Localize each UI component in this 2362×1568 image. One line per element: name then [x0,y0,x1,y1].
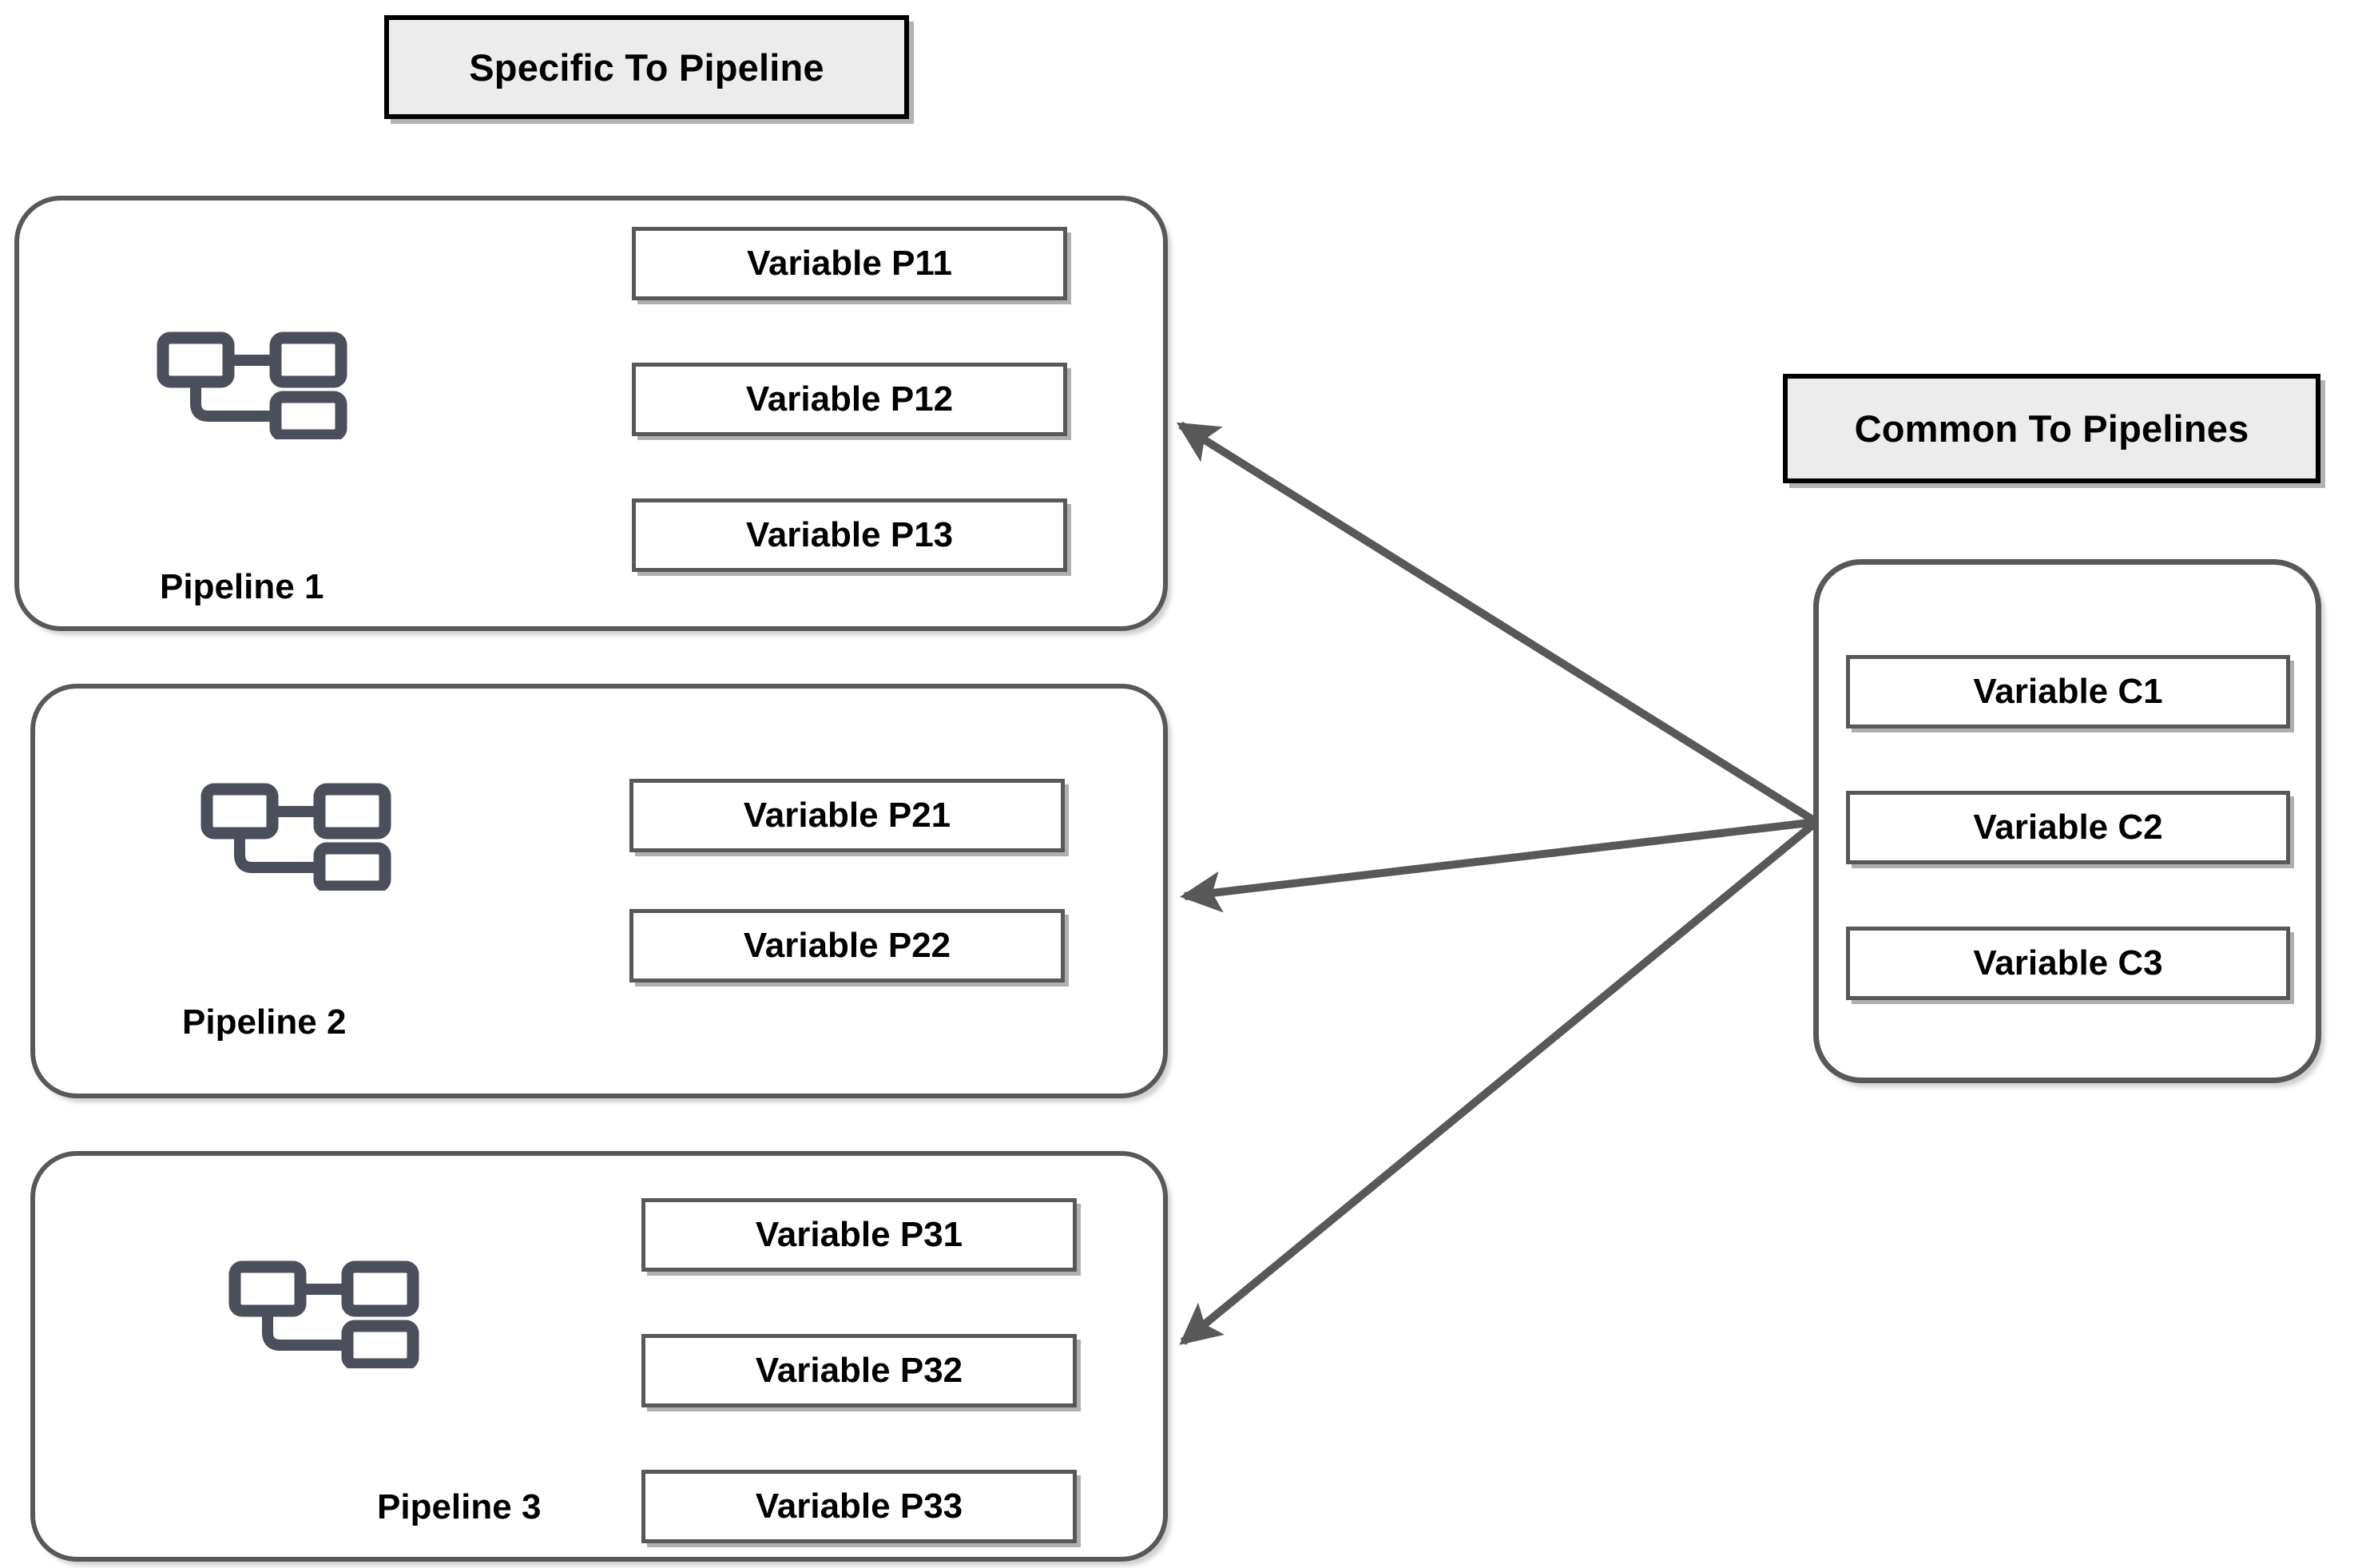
common-to-pipelines-header-label: Common To Pipelines [1854,407,2249,450]
variable-box-p32[interactable]: Variable P32 [641,1334,1077,1407]
variable-box-c1-label: Variable C1 [1973,672,2163,711]
pipeline-1-caption: Pipeline 1 [160,567,324,606]
variable-box-p31-label: Variable P31 [755,1215,963,1254]
variable-box-c3-label: Variable C3 [1973,943,2163,982]
arrow-common-to-pipeline-3 [1179,819,1820,1345]
variable-box-p13-label: Variable P13 [745,515,954,554]
specific-to-pipeline-header-label: Specific To Pipeline [469,46,824,89]
variable-box-p21-label: Variable P21 [743,796,951,835]
variable-box-p32-label: Variable P32 [755,1351,963,1390]
pipeline-flowchart-icon [157,331,347,439]
arrow-common-to-pipeline-2 [1180,818,1817,913]
pipeline-flowchart-icon [228,1260,419,1368]
pipeline-2-caption: Pipeline 2 [182,1002,347,1042]
arrow-common-to-pipeline-1 [1176,421,1819,826]
variable-box-p22[interactable]: Variable P22 [629,909,1065,982]
specific-to-pipeline-header: Specific To Pipeline [384,15,909,119]
variable-box-c2-label: Variable C2 [1973,808,2163,847]
variable-box-p31[interactable]: Variable P31 [641,1198,1077,1272]
variable-box-p11-label: Variable P11 [747,244,952,283]
pipeline-3-caption: Pipeline 3 [377,1487,542,1526]
variable-box-c1[interactable]: Variable C1 [1846,655,2290,728]
variable-box-p11[interactable]: Variable P11 [632,227,1067,300]
variable-box-c2[interactable]: Variable C2 [1846,791,2290,864]
variable-box-p13[interactable]: Variable P13 [632,498,1067,572]
common-to-pipelines-header: Common To Pipelines [1783,374,2320,483]
variable-box-p33[interactable]: Variable P33 [641,1470,1077,1543]
variable-box-c3[interactable]: Variable C3 [1846,927,2290,1000]
pipeline-flowchart-icon [200,783,391,891]
variable-box-p33-label: Variable P33 [755,1487,963,1526]
variable-box-p21[interactable]: Variable P21 [629,779,1065,852]
variable-box-p12-label: Variable P12 [745,379,954,419]
pipeline-group-2[interactable] [30,684,1168,1098]
variable-box-p12[interactable]: Variable P12 [632,363,1067,436]
variable-box-p22-label: Variable P22 [743,926,951,965]
